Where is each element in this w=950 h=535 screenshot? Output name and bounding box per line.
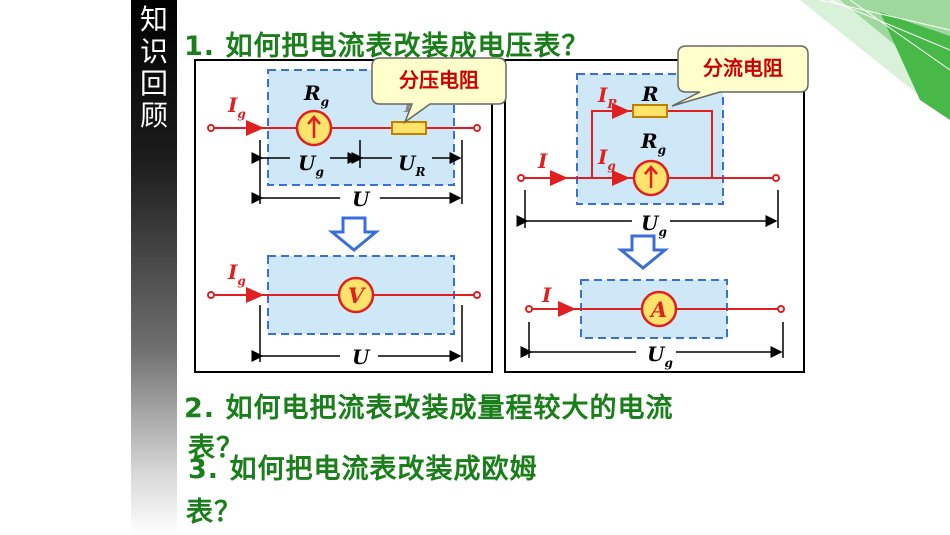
question-1: 1. 如何把电流表改装成电压表？ <box>184 31 590 62</box>
question-2-line-2: 表？ <box>188 433 244 464</box>
series-resistor <box>391 121 427 135</box>
question-2-line-1: 2. 如何电把流表改装成量程较大的电流 <box>184 393 674 424</box>
u-total-label: U <box>352 345 371 369</box>
galvanometer-arrow-icon <box>307 115 321 138</box>
question-3-line-2: 表？ <box>186 497 242 528</box>
ug-label: Ug <box>641 211 667 239</box>
sidebar-title-char: 回 <box>139 67 168 100</box>
galvanometer-arrow-icon <box>644 165 658 188</box>
sidebar-title-char: 识 <box>139 35 168 68</box>
ir-label: IR <box>597 83 617 111</box>
i-label: I <box>541 283 552 307</box>
ug-label: Ug <box>298 151 324 179</box>
r-label: R <box>641 82 659 106</box>
terminal <box>207 291 215 299</box>
ig-label: Ig <box>597 145 616 173</box>
voltage-divider-callout: 分压电阻 <box>371 57 507 125</box>
terminal <box>473 291 481 299</box>
ug-label: Ug <box>647 342 673 370</box>
terminal <box>777 305 785 313</box>
terminal <box>772 174 780 182</box>
ammeter <box>640 290 678 328</box>
terminal <box>525 305 533 313</box>
down-arrow-icon <box>616 234 670 270</box>
ig-label: Ig <box>227 260 246 288</box>
terminal <box>517 174 525 182</box>
sidebar-title-char: 知 <box>139 3 168 36</box>
rg-label: Rg <box>303 81 329 109</box>
voltmeter <box>337 276 375 314</box>
sidebar-title-char: 顾 <box>139 99 168 132</box>
shunt-callout: 分流电阻 <box>671 45 809 107</box>
callout-text: 分流电阻 <box>703 56 783 80</box>
u-total-label: U <box>352 187 371 211</box>
terminal <box>473 124 481 132</box>
voltmeter-symbol: V <box>348 283 367 308</box>
i-label: I <box>537 149 548 173</box>
ammeter-symbol: A <box>649 297 667 322</box>
question-3-line-1: 3. 如何把电流表改装成欧姆 <box>188 454 538 485</box>
rg-label: Rg <box>640 129 666 157</box>
terminal <box>207 124 215 132</box>
ur-label: UR <box>398 151 425 179</box>
down-arrow-icon <box>327 216 381 252</box>
sidebar-title: 知 识 回 顾 <box>137 4 171 132</box>
corner-decoration <box>730 0 950 135</box>
shunt-resistor <box>632 104 668 118</box>
sidebar-gradient <box>131 0 177 535</box>
callout-text: 分压电阻 <box>399 68 479 92</box>
ig-label: Ig <box>227 93 246 121</box>
